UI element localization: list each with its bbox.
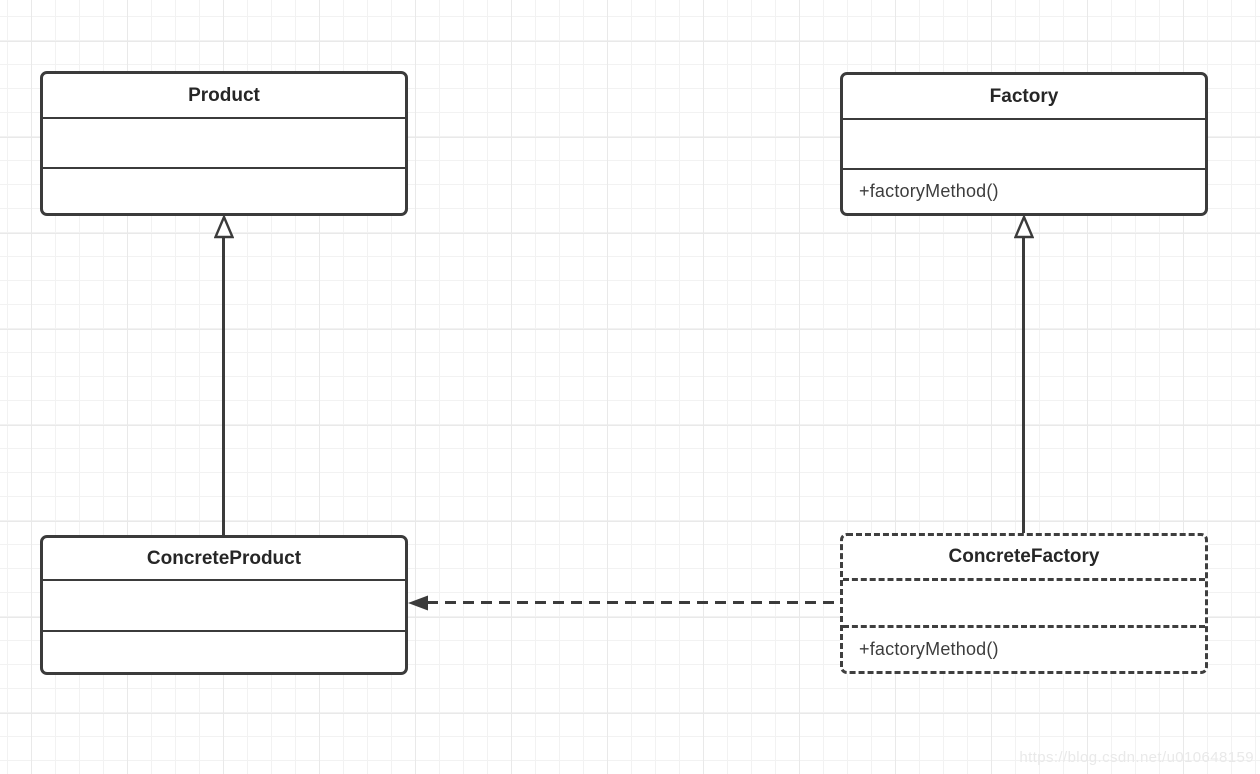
generalization-line-concretefactory-to-factory	[1022, 237, 1025, 533]
generalization-line-concreteproduct-to-product	[222, 237, 225, 535]
watermark-url: https://blog.csdn.net/u010648159	[1019, 749, 1254, 766]
class-name-concrete-factory: ConcreteFactory	[843, 536, 1205, 581]
class-operations-concrete-factory: +factoryMethod()	[859, 639, 999, 659]
class-name-factory: Factory	[843, 75, 1205, 120]
filled-triangle-arrowhead-icon	[408, 595, 428, 611]
class-box-product: Product	[40, 71, 408, 216]
class-name-concrete-product: ConcreteProduct	[43, 538, 405, 581]
class-box-concrete-product: ConcreteProduct	[40, 535, 408, 675]
class-name-product: Product	[43, 74, 405, 119]
class-attributes-concrete-factory	[843, 581, 1205, 628]
class-attributes-concrete-product	[43, 581, 405, 632]
hollow-triangle-arrowhead-icon	[214, 215, 234, 239]
class-box-factory: Factory +factoryMethod()	[840, 72, 1208, 216]
class-operations-product	[43, 169, 405, 213]
class-box-concrete-factory: ConcreteFactory +factoryMethod()	[840, 533, 1208, 674]
class-attributes-factory	[843, 120, 1205, 170]
class-operations-concrete-product	[43, 632, 405, 672]
hollow-triangle-arrowhead-icon	[1014, 215, 1034, 239]
dependency-dashed-line-concretefactory-to-concreteproduct	[427, 601, 840, 604]
class-operations-factory: +factoryMethod()	[859, 181, 999, 201]
class-attributes-product	[43, 119, 405, 169]
